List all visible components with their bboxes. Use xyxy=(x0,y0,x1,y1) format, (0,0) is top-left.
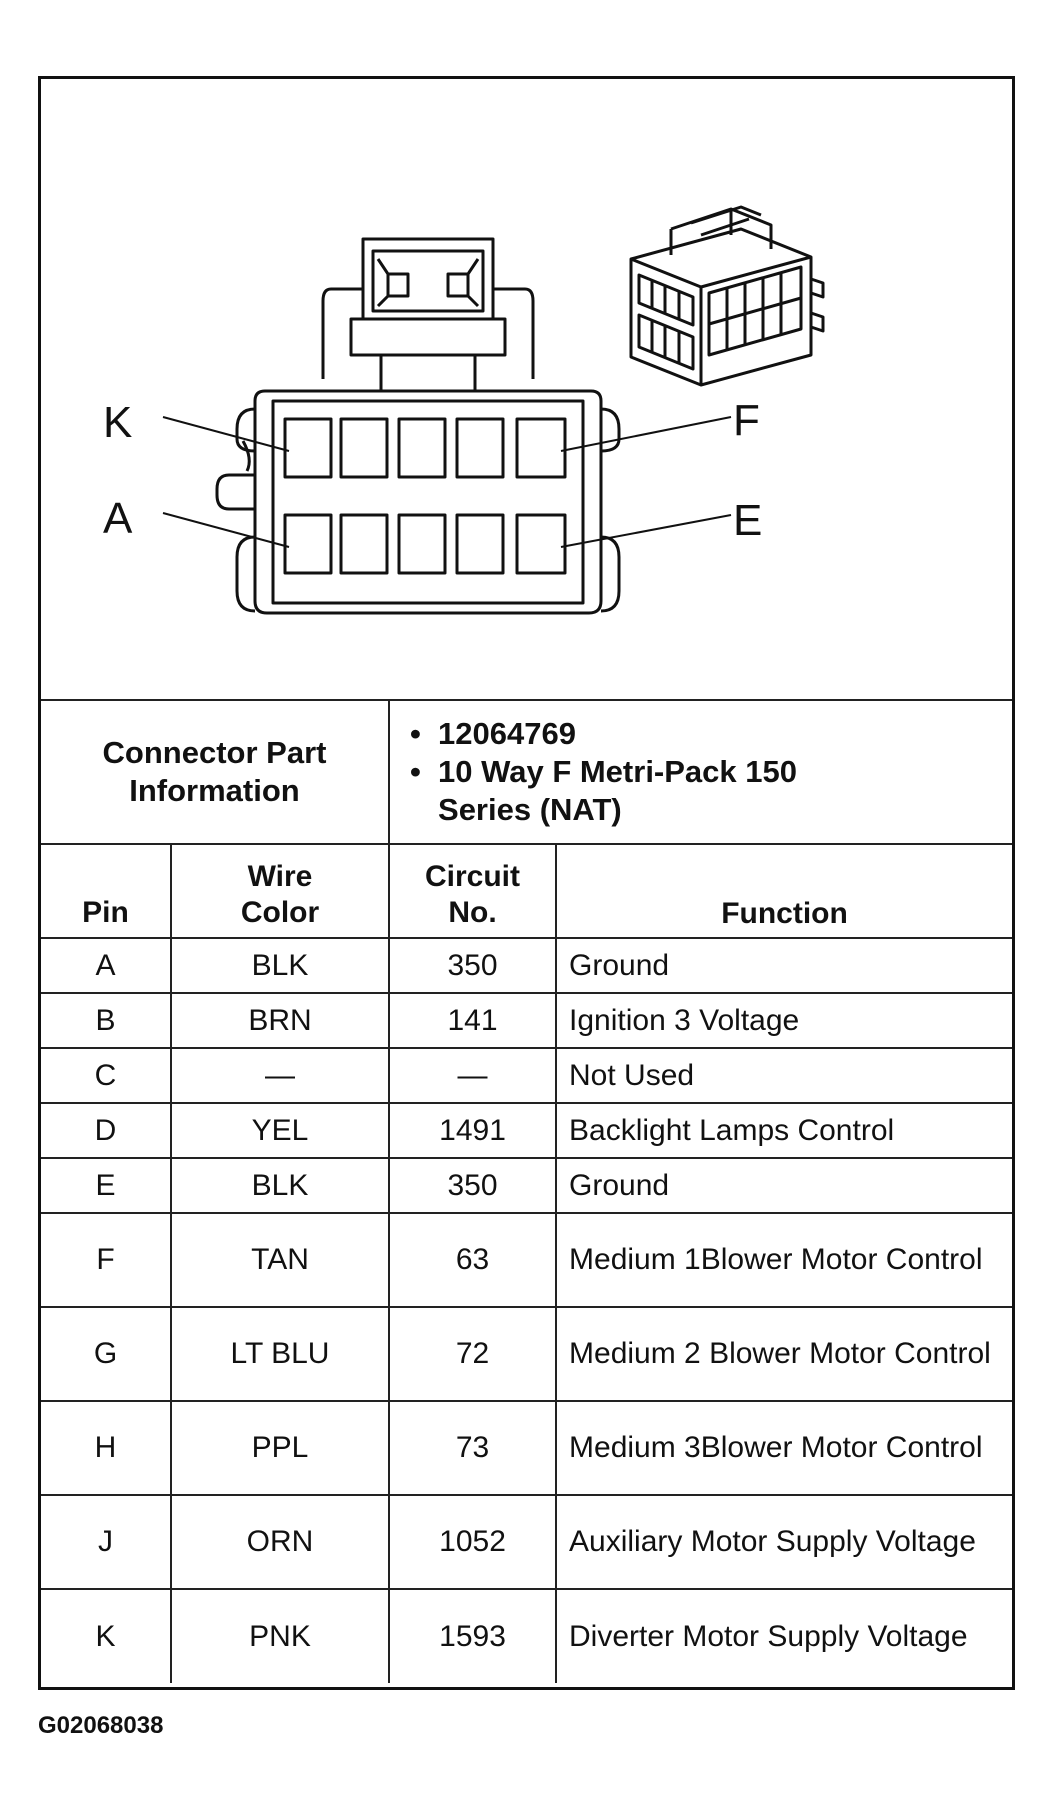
header-circuit: Circuit No. xyxy=(388,843,558,939)
function-cell: Medium 2 Blower Motor Control xyxy=(555,1306,1013,1402)
pin-cell: G xyxy=(41,1306,172,1402)
pin-cell: E xyxy=(41,1157,172,1214)
connector-info-row: Connector Part Information 12064769 10 W… xyxy=(41,699,1013,845)
pin-cell: A xyxy=(41,937,172,994)
wire-color-cell: TAN xyxy=(169,1212,391,1308)
table-row: C — — Not Used xyxy=(41,1047,1013,1104)
circuit-cell: 350 xyxy=(388,937,558,994)
pin-label-a: A xyxy=(103,494,133,543)
pin-cell: C xyxy=(41,1047,172,1104)
pin-cell: B xyxy=(41,992,172,1049)
circuit-cell: — xyxy=(388,1047,558,1104)
table-row: K PNK 1593 Diverter Motor Supply Voltage xyxy=(41,1588,1013,1683)
wire-color-cell: PPL xyxy=(169,1400,391,1496)
figure-frame: K A F E Connector Part Information 12064… xyxy=(38,76,1015,1690)
table-row: B BRN 141 Ignition 3 Voltage xyxy=(41,992,1013,1049)
wire-color-cell: — xyxy=(169,1047,391,1104)
circuit-cell: 1593 xyxy=(388,1588,558,1683)
table-header-row: Pin Wire Color Circuit No. Function xyxy=(41,843,1013,939)
table-row: F TAN 63 Medium 1Blower Motor Control xyxy=(41,1212,1013,1308)
connector-part-number: 12064769 xyxy=(402,715,1000,753)
header-function: Function xyxy=(555,843,1013,939)
circuit-cell: 1491 xyxy=(388,1102,558,1159)
connector-info-values: 12064769 10 Way F Metri-Pack 150 Series … xyxy=(388,699,1013,845)
table-row: G LT BLU 72 Medium 2 Blower Motor Contro… xyxy=(41,1306,1013,1402)
function-cell: Not Used xyxy=(555,1047,1013,1104)
function-cell: Medium 1Blower Motor Control xyxy=(555,1212,1013,1308)
wire-color-cell: YEL xyxy=(169,1102,391,1159)
function-cell: Diverter Motor Supply Voltage xyxy=(555,1588,1013,1683)
wire-color-cell: PNK xyxy=(169,1588,391,1683)
function-cell: Ground xyxy=(555,1157,1013,1214)
wire-color-cell: BLK xyxy=(169,937,391,994)
wire-color-cell: LT BLU xyxy=(169,1306,391,1402)
wire-color-cell: BLK xyxy=(169,1157,391,1214)
table-row: J ORN 1052 Auxiliary Motor Supply Voltag… xyxy=(41,1494,1013,1590)
table-row: A BLK 350 Ground xyxy=(41,937,1013,994)
circuit-cell: 141 xyxy=(388,992,558,1049)
table-row: H PPL 73 Medium 3Blower Motor Control xyxy=(41,1400,1013,1496)
connector-diagram: K A F E xyxy=(41,79,1012,699)
connector-info-label: Connector Part Information xyxy=(41,699,391,845)
wire-color-cell: ORN xyxy=(169,1494,391,1590)
wire-color-cell: BRN xyxy=(169,992,391,1049)
connector-type: 10 Way F Metri-Pack 150 Series (NAT) xyxy=(402,753,798,829)
table-row: E BLK 350 Ground xyxy=(41,1157,1013,1214)
pin-cell: J xyxy=(41,1494,172,1590)
circuit-cell: 63 xyxy=(388,1212,558,1308)
pin-label-f: F xyxy=(733,396,760,445)
function-cell: Auxiliary Motor Supply Voltage xyxy=(555,1494,1013,1590)
pin-label-e: E xyxy=(733,496,763,545)
figure-id-caption: G02068038 xyxy=(38,1712,164,1739)
function-cell: Backlight Lamps Control xyxy=(555,1102,1013,1159)
header-wire-color: Wire Color xyxy=(169,843,391,939)
connector-face-drawing xyxy=(162,205,825,615)
pinout-table: Connector Part Information 12064769 10 W… xyxy=(41,699,1013,1683)
circuit-cell: 1052 xyxy=(388,1494,558,1590)
pin-cell: F xyxy=(41,1212,172,1308)
function-cell: Ignition 3 Voltage xyxy=(555,992,1013,1049)
function-cell: Medium 3Blower Motor Control xyxy=(555,1400,1013,1496)
pin-cell: H xyxy=(41,1400,172,1496)
table-row: D YEL 1491 Backlight Lamps Control xyxy=(41,1102,1013,1159)
header-wire-color-text: Wire Color xyxy=(240,860,320,929)
header-circuit-text: Circuit No. xyxy=(425,860,521,929)
circuit-cell: 350 xyxy=(388,1157,558,1214)
pin-cell: D xyxy=(41,1102,172,1159)
pin-label-k: K xyxy=(103,398,133,447)
function-cell: Ground xyxy=(555,937,1013,994)
circuit-cell: 73 xyxy=(388,1400,558,1496)
header-pin: Pin xyxy=(41,843,172,939)
circuit-cell: 72 xyxy=(388,1306,558,1402)
pin-cell: K xyxy=(41,1588,172,1683)
